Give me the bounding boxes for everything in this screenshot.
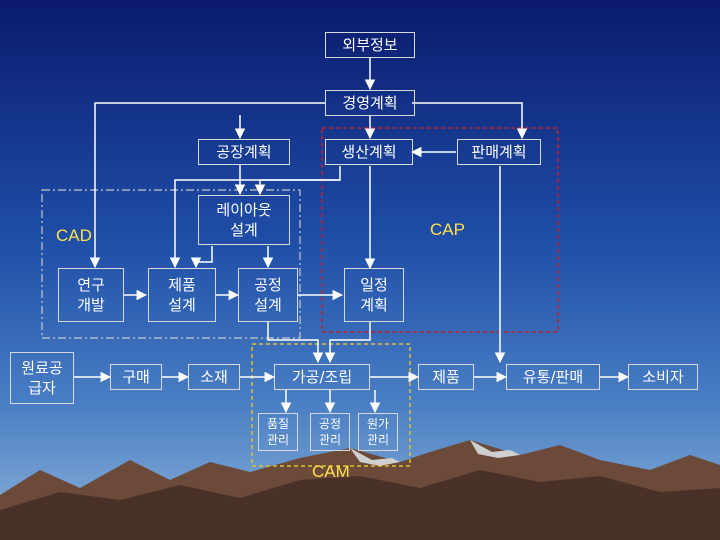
cam-label: CAM xyxy=(312,462,350,481)
process-mgmt-box: 공정 관리 xyxy=(310,413,350,451)
factory-plan-box: 공장계획 xyxy=(198,139,290,165)
layout-design-box: 레이아웃 설계 xyxy=(198,195,290,245)
consumer-box: 소비자 xyxy=(628,364,698,390)
external-info-box: 외부정보 xyxy=(325,32,415,58)
processing-assembly-box: 가공/조립 xyxy=(274,364,370,390)
mountain-backdrop xyxy=(0,440,720,540)
cam-region-outline xyxy=(251,343,411,467)
research-dev-box: 연구 개발 xyxy=(58,268,124,322)
cad-label: CAD xyxy=(56,226,92,245)
management-plan-box: 경영계획 xyxy=(325,90,415,116)
cap-label: CAP xyxy=(430,220,465,239)
cost-mgmt-box: 원가 관리 xyxy=(358,413,398,451)
cap-region-outline xyxy=(321,127,559,333)
product-box: 제품 xyxy=(418,364,474,390)
cad-region-outline xyxy=(41,189,301,339)
purchasing-box: 구매 xyxy=(110,364,162,390)
product-design-box: 제품 설계 xyxy=(148,268,216,322)
distribution-sales-box: 유통/판매 xyxy=(506,364,600,390)
production-plan-box: 생산계획 xyxy=(325,139,413,165)
sales-plan-box: 판매계획 xyxy=(457,139,541,165)
schedule-plan-box: 일정 계획 xyxy=(344,268,404,322)
material-box: 소재 xyxy=(188,364,240,390)
process-design-box: 공정 설계 xyxy=(238,268,298,322)
raw-supplier-box: 원료공 급자 xyxy=(10,352,74,404)
quality-mgmt-box: 품질 관리 xyxy=(258,413,298,451)
